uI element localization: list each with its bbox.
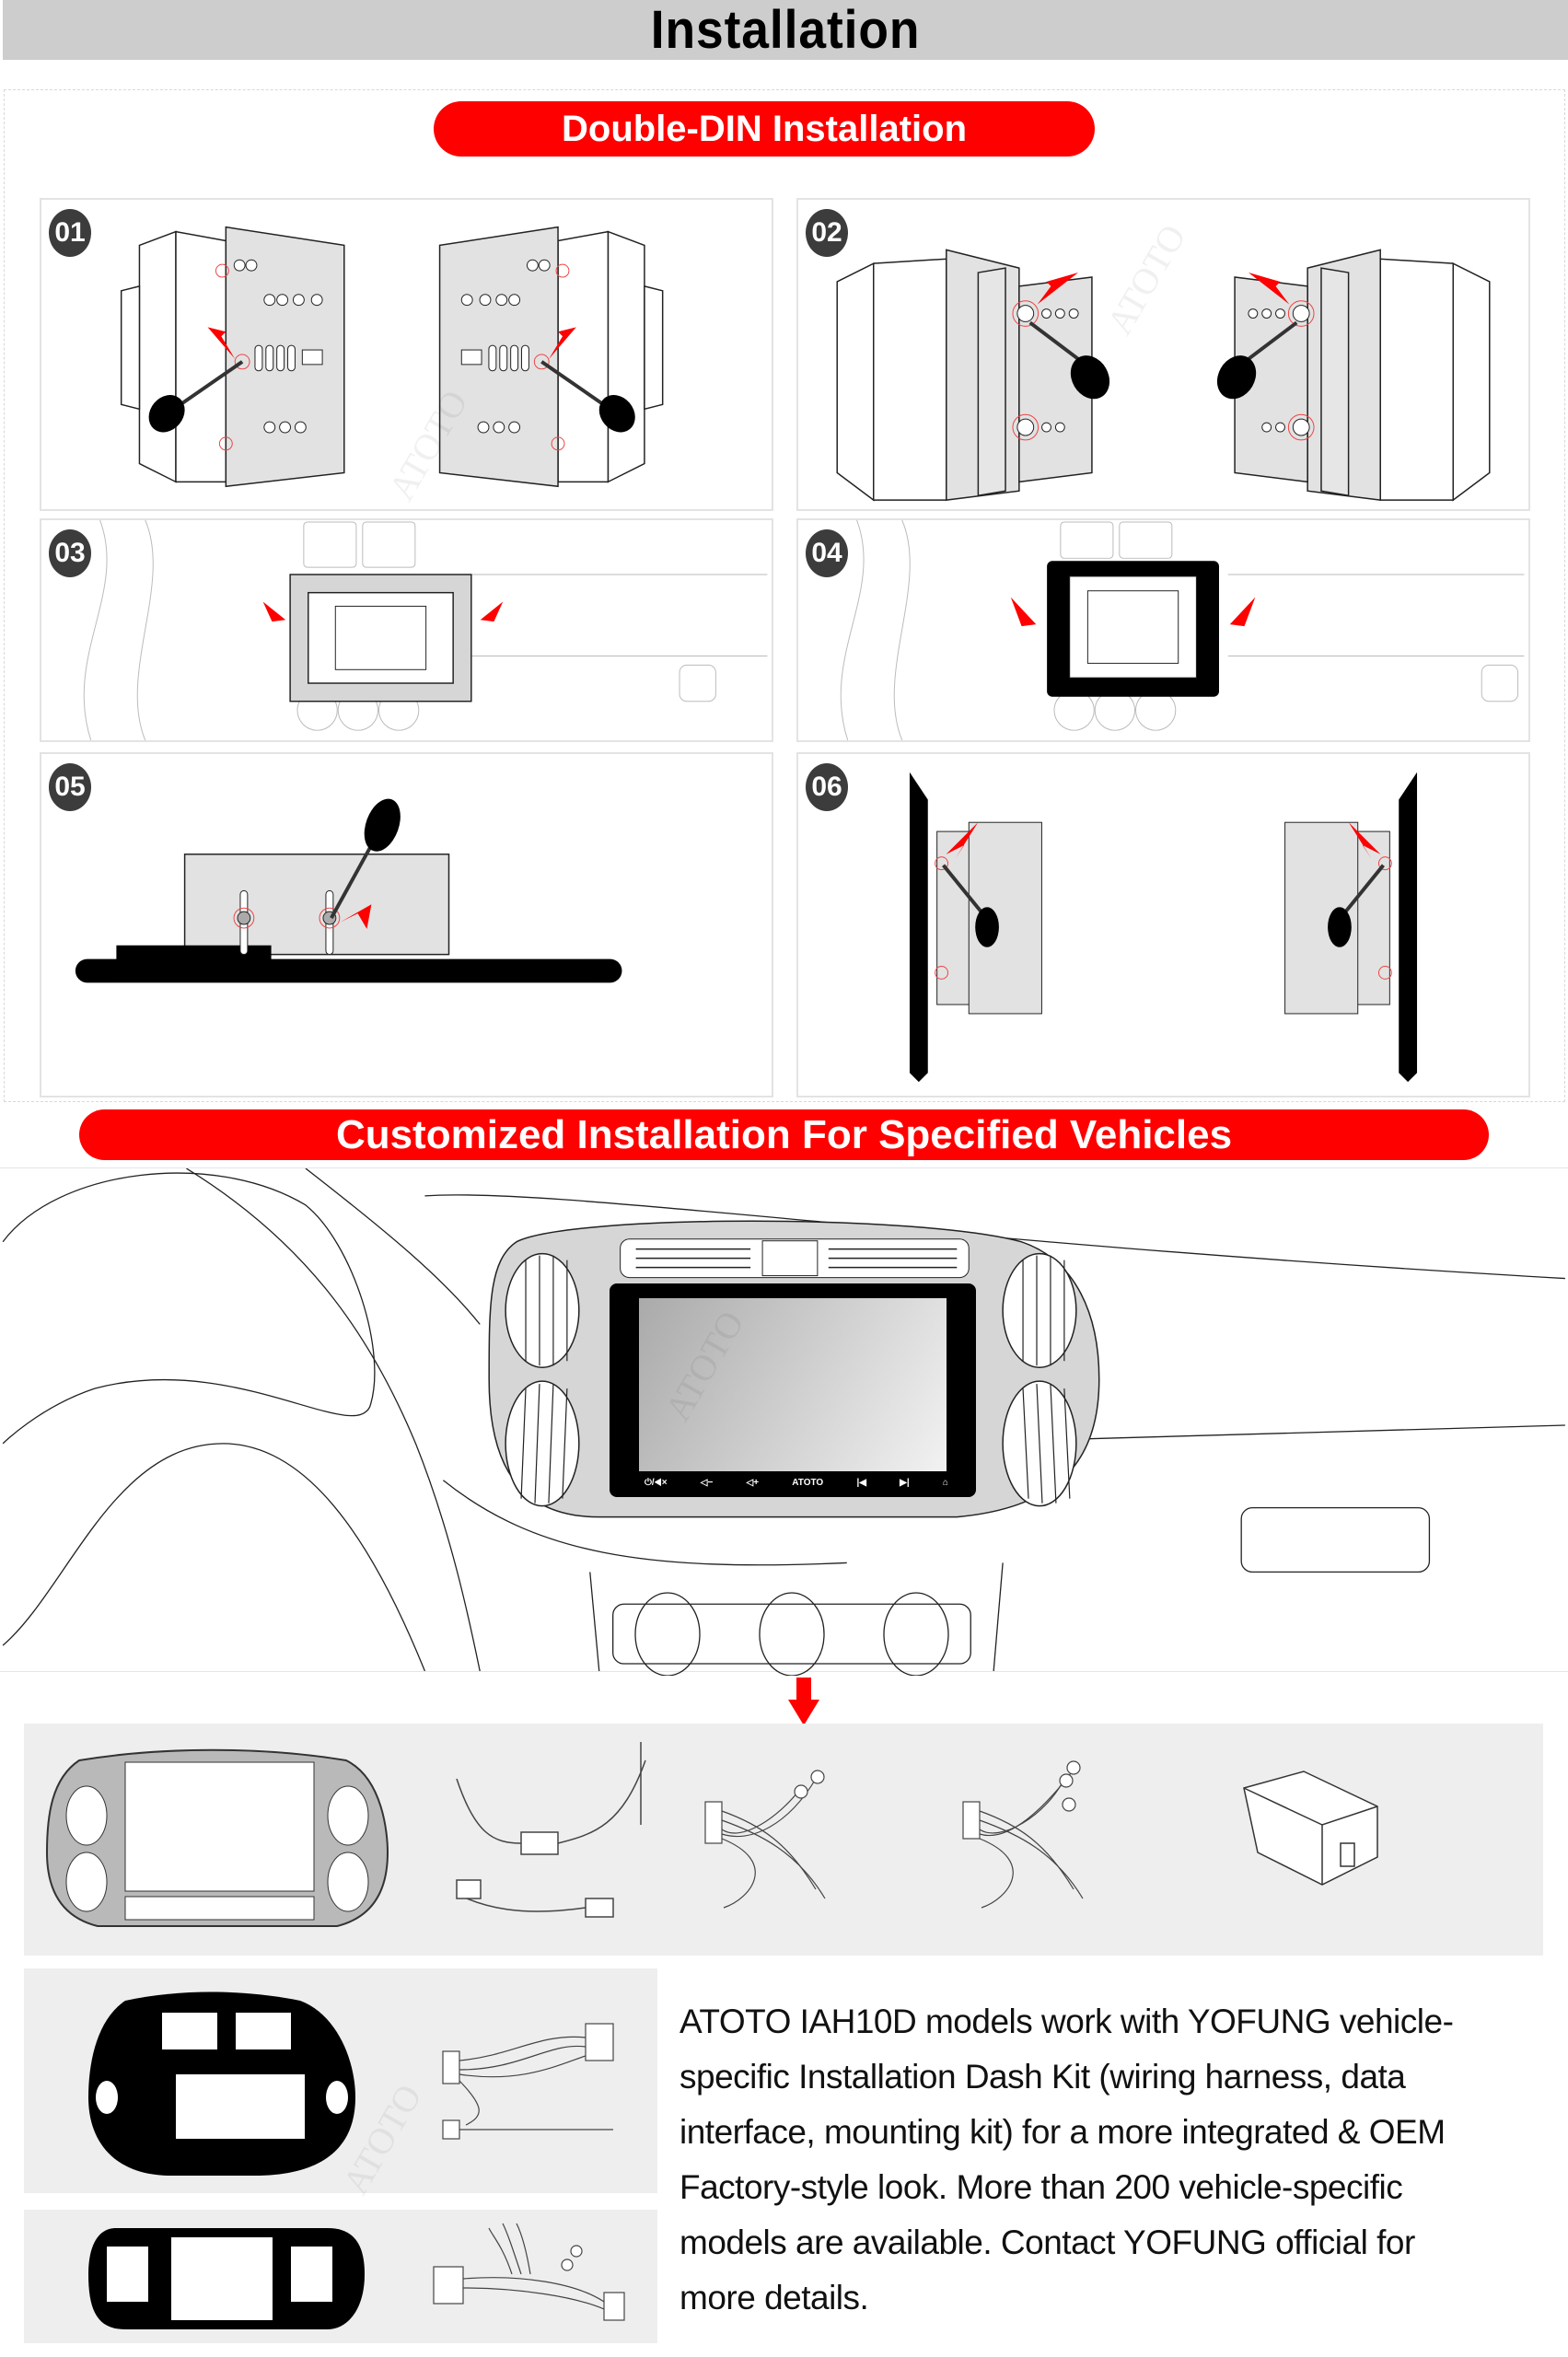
description-line: specific Installation Dash Kit (wiring h… (679, 2058, 1406, 2096)
wiring-harness-icon-b (962, 1760, 1084, 1909)
head-unit-screen (639, 1298, 947, 1471)
step-04-panel: 04 (796, 518, 1530, 742)
dash-kit-contents (24, 1724, 1543, 1956)
antenna-usb-cable-icon (456, 1742, 646, 1918)
description-line: models are available. Contact YOFUNG off… (679, 2223, 1415, 2261)
dash-fascia-panel-icon (45, 1748, 389, 1927)
step-badge: 06 (806, 763, 848, 811)
section-title-customized: Customized Installation For Specified Ve… (79, 1109, 1489, 1160)
step-05-panel: 05 (40, 752, 773, 1097)
cage-insert-dash-illustration (83, 520, 768, 740)
bracket-screw-illustration (120, 226, 664, 488)
section-title-double-din: Double-DIN Installation (434, 101, 1095, 157)
decoder-box-icon (1243, 1771, 1378, 1886)
description-line: interface, mounting kit) for a more inte… (679, 2113, 1446, 2151)
step-01-panel: 01 (40, 198, 773, 511)
brand-label: ATOTO (792, 1477, 824, 1488)
step-badge: 01 (49, 209, 91, 257)
frame-insert-dash-illustration (840, 520, 1525, 740)
step-badge: 03 (49, 529, 91, 577)
dash-kit-black-frame-b (24, 2210, 657, 2343)
bracket-attach-screen-illustration (909, 772, 1418, 1083)
home-button[interactable]: ⌂ (942, 1477, 948, 1488)
volume-down-button[interactable]: ◁− (700, 1477, 714, 1488)
head-unit-button-bar: ⏻/◀× ◁− ◁+ ATOTO |◀ ▶| ⌂ (645, 1473, 948, 1492)
step-06-panel: 06 (796, 752, 1530, 1097)
rear-mount-screw-illustration (75, 798, 622, 983)
step-badge: 05 (49, 763, 91, 811)
side-bracket-screw-illustration (836, 249, 1491, 502)
head-unit: ⏻/◀× ◁− ◁+ ATOTO |◀ ▶| ⌂ (610, 1283, 976, 1497)
step-badge: 04 (806, 529, 848, 577)
double-din-frame (4, 89, 1565, 1102)
page-title: Installation (650, 0, 921, 60)
step-03-panel: 03 (40, 518, 773, 742)
description-line: more details. (679, 2279, 869, 2316)
volume-up-button[interactable]: ◁+ (746, 1477, 760, 1488)
dash-kit-black-frame-a (24, 1968, 657, 2193)
description-line: ATOTO IAH10D models work with YOFUNG veh… (679, 2003, 1454, 2040)
down-arrow-icon (788, 1678, 819, 1725)
step-02-panel: 02 (796, 198, 1530, 511)
power-mute-button[interactable]: ⏻/◀× (645, 1477, 668, 1488)
step-badge: 02 (806, 209, 848, 257)
previous-track-button[interactable]: |◀ (856, 1477, 866, 1488)
wiring-harness-icon-a (704, 1770, 826, 1909)
compatibility-description: ATOTO IAH10D models work with YOFUNG veh… (679, 1994, 1545, 2326)
description-line: Factory-style look. More than 200 vehicl… (679, 2168, 1403, 2206)
next-track-button[interactable]: ▶| (900, 1477, 910, 1488)
page-header: Installation (3, 0, 1568, 60)
console-knobs (634, 1592, 949, 1676)
